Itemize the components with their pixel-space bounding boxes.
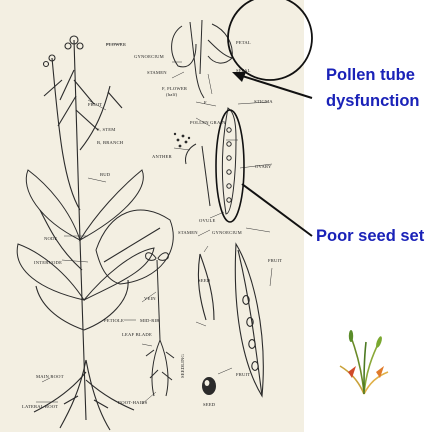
label-fruit-left: FRUIT [88,102,102,107]
seed-illustration [202,377,216,395]
label-internode: INTERNODE [34,260,62,265]
label-gynoecium-mid: GYNOECIUM [212,230,242,235]
label-stamen-mid: STAMEN [178,230,198,235]
label-ovule: OVULE [199,218,216,223]
diagram-labels: FLOWER GYNOECIUM STAMEN PETAL SEPAL F, F… [22,40,282,409]
label-fruit-bottom: FRUIT [236,372,250,377]
label-fruit-right: FRUIT [268,258,282,263]
label-half: (half) [166,92,178,97]
plant-illustration [17,36,173,430]
label-ovary: OVARY [255,164,272,169]
label-midrib: MID-RIB [140,318,160,323]
label-seed-bottom: SEED [203,402,216,407]
pollen-grains [174,133,190,148]
label-bud: BUD [100,172,111,177]
label-petal: PETAL [236,40,251,45]
annotation-pollen-tube-line2: dysfunction [326,92,420,110]
label-main-root: MAIN ROOT [36,374,64,379]
pollen-tube-callout [228,0,312,98]
label-anther: ANTHER [152,154,173,159]
label-stamen-top: STAMEN [147,70,167,75]
label-leaf-blade: LEAF BLADE [122,332,152,337]
seedling-illustration [146,253,174,396]
label-lateral-root: LATERAL ROOT [22,404,58,409]
label-branch: B, BRANCH [97,140,124,146]
label-flower: FLOWER [106,42,127,47]
label-gynoecium-top: GYNOECIUM [134,54,164,59]
label-vein: VEIN [144,296,156,301]
label-seedling: SEEDLING [180,353,185,378]
label-f: F [204,100,207,105]
label-stigma: STIGMA [254,99,273,104]
label-root-hairs: ROOT-HAIRS [118,400,148,405]
annotation-poor-seed-set: Poor seed set [316,227,425,245]
fruit-illustration [198,244,263,396]
annotation-pollen-tube-line1: Pollen tube [326,66,415,84]
label-stem: S, STEM [97,127,116,133]
label-petiole: PETIOLE [104,318,124,323]
label-node: NODE [44,236,58,241]
label-seed-mid: SEED [198,278,211,283]
grass-plant-icon [340,330,388,394]
